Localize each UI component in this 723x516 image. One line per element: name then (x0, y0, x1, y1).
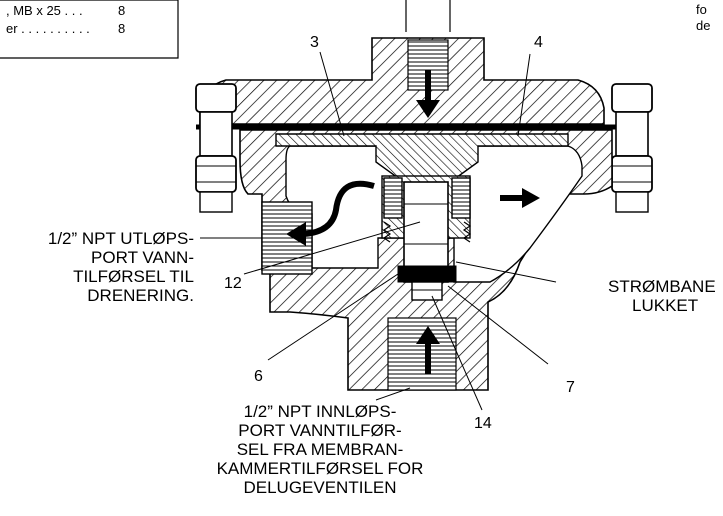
legend-row-text: er . . . . . . . . . . (6, 21, 90, 36)
inlet-label-line3: SEL FRA MEMBRAN- (236, 440, 404, 459)
legend-box (0, 0, 179, 59)
inlet-label-line4: KAMMERTILFØRSEL FOR (216, 459, 424, 478)
callout-6: 6 (254, 368, 263, 385)
flow-closed-label-line2: LUKKET (632, 296, 699, 315)
inlet-label-line5: DELUGEVENTILEN (243, 478, 397, 497)
legend-row-number: 8 (118, 3, 126, 18)
callout-7: 7 (566, 379, 575, 396)
inlet-label-line2: PORT VANNTILFØR- (238, 421, 402, 440)
bolt-left (195, 83, 237, 213)
bottom-inlet-port (387, 317, 457, 391)
corner-text-line2: de (696, 18, 711, 33)
legend-row-text: , MB x 25 . . . (6, 3, 83, 18)
corner-text-line1: fo (696, 2, 707, 17)
flow-closed-label-line1: STRØMBANE (608, 277, 716, 296)
callout-4: 4 (534, 34, 543, 51)
outlet-label-line3: TILFØRSEL TIL (73, 267, 194, 286)
outlet-label-line1: 1/2” NPT UTLØPS- (47, 229, 194, 248)
outlet-label-line2: PORT VANN- (91, 248, 194, 267)
callout-3: 3 (310, 34, 319, 51)
bolt-right (611, 83, 653, 213)
flow-arrows (286, 70, 540, 374)
legend-row-number: 8 (118, 21, 126, 36)
outlet-label-line4: DRENERING. (87, 286, 194, 305)
stem-assembly (381, 175, 472, 301)
inlet-label-line1: 1/2” NPT INNLØPS- (243, 402, 397, 421)
upper-cover (199, 37, 605, 125)
leader-lines (200, 51, 557, 411)
top-inlet-pipe (405, 0, 451, 32)
callout-14: 14 (474, 415, 492, 432)
callout-12: 12 (224, 275, 242, 292)
